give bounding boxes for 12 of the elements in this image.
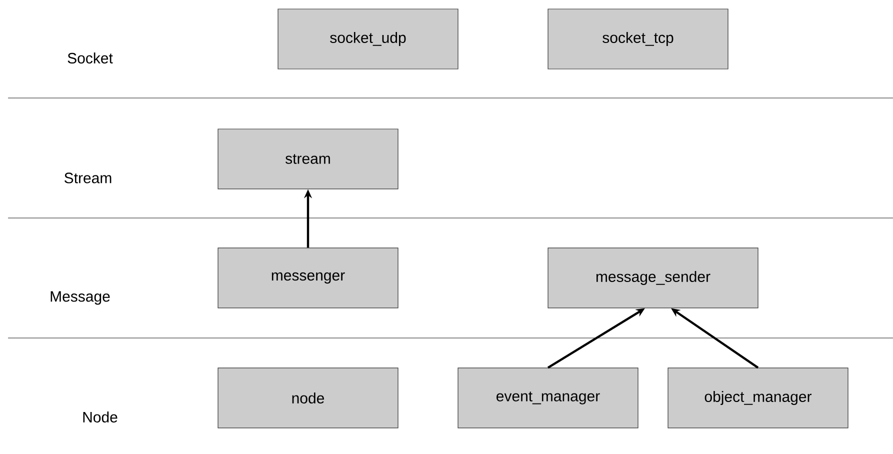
class-box: socket_udp [278, 8, 458, 70]
layer-label: Stream [64, 172, 112, 184]
class-box: object_manager [668, 368, 848, 428]
class-box: node [218, 368, 398, 428]
class-box: messenger [218, 248, 398, 308]
class-box: message_sender [548, 248, 758, 308]
class-box: socket_tcp [548, 8, 728, 70]
layer-label: Message [50, 291, 110, 305]
layer-label: Socket [68, 52, 113, 64]
class-box: event_manager [458, 368, 638, 428]
class-box: stream [218, 128, 398, 190]
layer-label: Node [83, 411, 118, 422]
